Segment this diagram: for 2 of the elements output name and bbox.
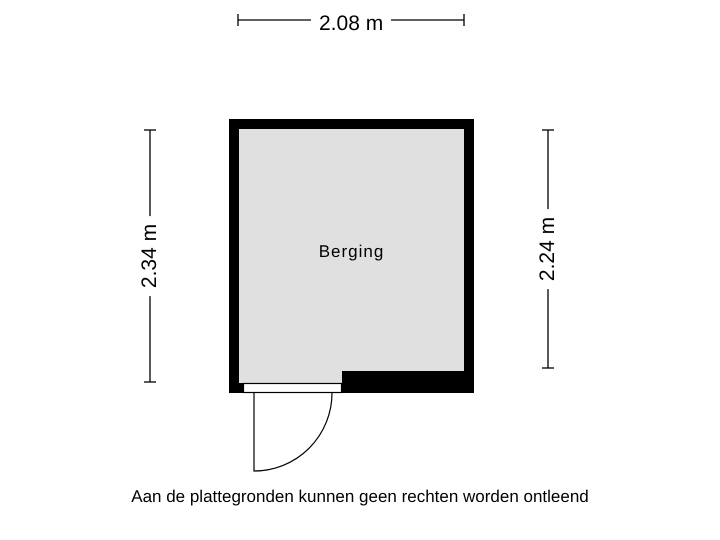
room-label: Berging [318,242,386,262]
disclaimer-caption: Aan de plattegronden kunnen geen rechten worden ontleend [130,487,590,507]
